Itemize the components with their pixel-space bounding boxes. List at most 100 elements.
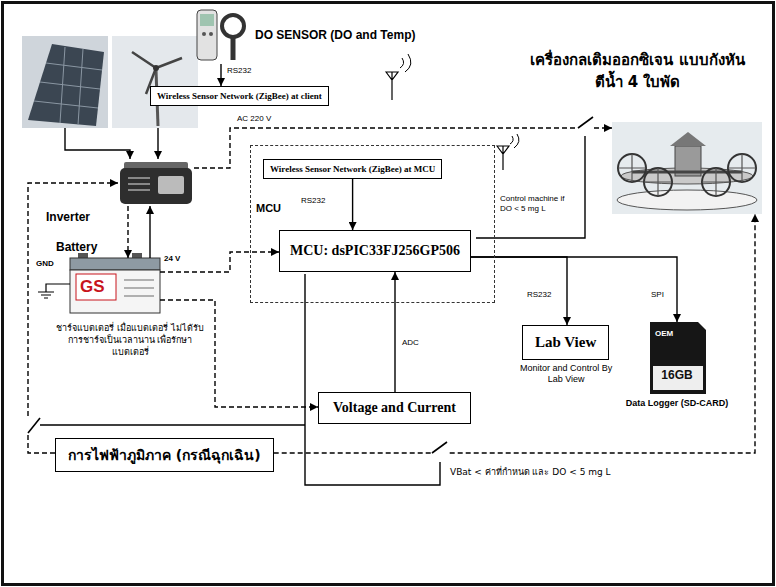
- node-title: Lab View: [535, 334, 596, 351]
- switch-symbol: [21, 417, 35, 433]
- switch-symbol: [578, 117, 593, 128]
- wind-turbine-picture: [112, 36, 198, 128]
- power-line: [127, 206, 128, 258]
- ground-symbol: [38, 284, 70, 298]
- node-title: MCU: [256, 202, 281, 214]
- battery-picture: [70, 253, 160, 313]
- source-arrow: [157, 128, 158, 159]
- solar-panel-picture: [22, 36, 108, 128]
- control-note: Control machine if DO < 5 mg L: [500, 194, 578, 213]
- charge-note: ชาร์จแบตเตอรี่ เมื่อแบตเตอรี่ ไม่ได้รับก…: [56, 322, 204, 358]
- sd-card-picture: [650, 322, 706, 394]
- source-arrow: [65, 128, 158, 159]
- antenna-symbol: [386, 72, 398, 100]
- do-sensor-picture: [202, 32, 206, 36]
- labview-box: Lab ViewMonitor and Control By Lab View: [522, 325, 609, 360]
- node-title: Voltage and Current: [333, 400, 456, 416]
- signal-arrow: [394, 272, 395, 392]
- wind-turbine-picture: [153, 65, 159, 71]
- signal-label: RS232: [300, 196, 326, 205]
- switch-symbol: [432, 442, 448, 459]
- switch-condition: VBat < ค่าที่กำหนด และ DO < 5 mg L: [450, 465, 611, 479]
- switch-symbol: [28, 418, 40, 433]
- inverter-picture: [120, 168, 192, 204]
- solar-panel-picture: [22, 36, 108, 128]
- zigbee-client-box: Wireless Sensor Network (ZigBee) at clie…: [150, 86, 329, 106]
- power-line: [160, 252, 279, 272]
- battery-picture: [70, 258, 160, 270]
- node-title: การไฟฟ้าภูมิภาค (กรณีฉุกเฉิน): [68, 444, 261, 466]
- sd-card-picture: [650, 322, 706, 394]
- antenna-symbol: [400, 54, 411, 72]
- antenna-symbol: [386, 54, 411, 100]
- switch-symbol: [432, 442, 447, 453]
- paddlewheel-aerator-picture: [612, 122, 762, 214]
- signal-label: RS232: [226, 66, 252, 75]
- node-title: Wireless Sensor Network (ZigBee) at MCU: [270, 164, 435, 174]
- node-title: Battery: [56, 240, 97, 254]
- do-sensor-picture: [197, 10, 217, 60]
- paddlewheel-aerator-picture: [617, 190, 757, 210]
- power-line: [274, 214, 755, 453]
- signal-arrow: [471, 257, 567, 325]
- node-caption: Monitor and Control By Lab View: [519, 363, 614, 385]
- switch-symbol: [21, 417, 40, 433]
- do-sensor-picture: [222, 15, 244, 37]
- signal-label: AC 220 V: [236, 114, 272, 123]
- do-sensor: DO SENSOR (DO and Temp): [195, 8, 247, 64]
- node-title: MCU: dsPIC33FJ256GP506: [290, 243, 460, 259]
- brand-mark: GS: [80, 277, 105, 297]
- paddlewheel-aerator-picture: [670, 132, 706, 146]
- node-caption: Data Logger (SD-CARD): [612, 398, 742, 408]
- battery-picture: [76, 274, 116, 300]
- mcu-box: MCU: dsPIC33FJ256GP506: [279, 230, 471, 272]
- ground-symbol: [38, 284, 70, 298]
- do-sensor-picture: [200, 14, 214, 26]
- switch-symbol: [578, 117, 593, 133]
- node-title: Inverter: [46, 210, 90, 224]
- solar-panel-picture: [34, 47, 102, 125]
- signal-arrow: [352, 179, 353, 230]
- node-title: DO SENSOR (DO and Temp): [255, 28, 415, 42]
- signal-arrow: [149, 206, 150, 258]
- signal-arrow: [471, 257, 677, 322]
- signal-arrow: [220, 64, 221, 86]
- paddlewheel-aerator-picture: [618, 154, 756, 196]
- mcu-region: MCU Wireless Sensor Network (ZigBee) at M…: [250, 145, 495, 303]
- switch-symbol: [578, 123, 592, 133]
- switch-symbol: [432, 447, 448, 459]
- node-title: 16GB: [648, 368, 706, 382]
- antenna-symbol: [497, 146, 509, 170]
- do-sensor-picture: [231, 37, 236, 60]
- voltage-current-box: Voltage and Current: [318, 392, 471, 424]
- do-sensor-picture: [209, 32, 213, 36]
- battery-picture: [70, 270, 160, 313]
- power-line: [160, 300, 318, 407]
- signal-label: RS232: [526, 290, 552, 299]
- signal-label: ADC: [401, 338, 420, 347]
- control-wire: [40, 136, 585, 485]
- inverter-picture: [128, 178, 150, 190]
- inverter: Inverter: [118, 160, 194, 206]
- power-line: [28, 183, 118, 453]
- voltage-label: 24 V: [164, 254, 180, 263]
- battery-picture: [124, 280, 154, 296]
- brand-mark: OEM: [655, 329, 673, 338]
- signal-label: SPI: [650, 290, 665, 299]
- solar-panel-picture: [28, 44, 104, 126]
- source-arrow: [65, 128, 130, 159]
- inverter-picture: [120, 162, 192, 204]
- aerator: เครื่องกลเติมออกซิเจน แบบกังหันตีน้ำ 4 ใ…: [612, 122, 762, 214]
- do-sensor-picture: [197, 10, 244, 60]
- node-title: Wireless Sensor Network (ZigBee) at clie…: [157, 91, 322, 101]
- node-title: เครื่องกลเติมออกซิเจน แบบกังหันตีน้ำ 4 ใ…: [530, 50, 745, 94]
- grid-power-box: การไฟฟ้าภูมิภาค (กรณีฉุกเฉิน): [55, 438, 274, 472]
- wind-turbine-picture: [112, 36, 198, 128]
- ground-label: GND: [36, 259, 54, 268]
- antenna-symbol: [497, 134, 519, 170]
- paddlewheel-aerator-picture: [612, 122, 762, 214]
- outer-frame: [3, 3, 774, 585]
- antenna-symbol: [510, 134, 519, 148]
- zigbee-mcu-box: Wireless Sensor Network (ZigBee) at MCU: [263, 159, 442, 179]
